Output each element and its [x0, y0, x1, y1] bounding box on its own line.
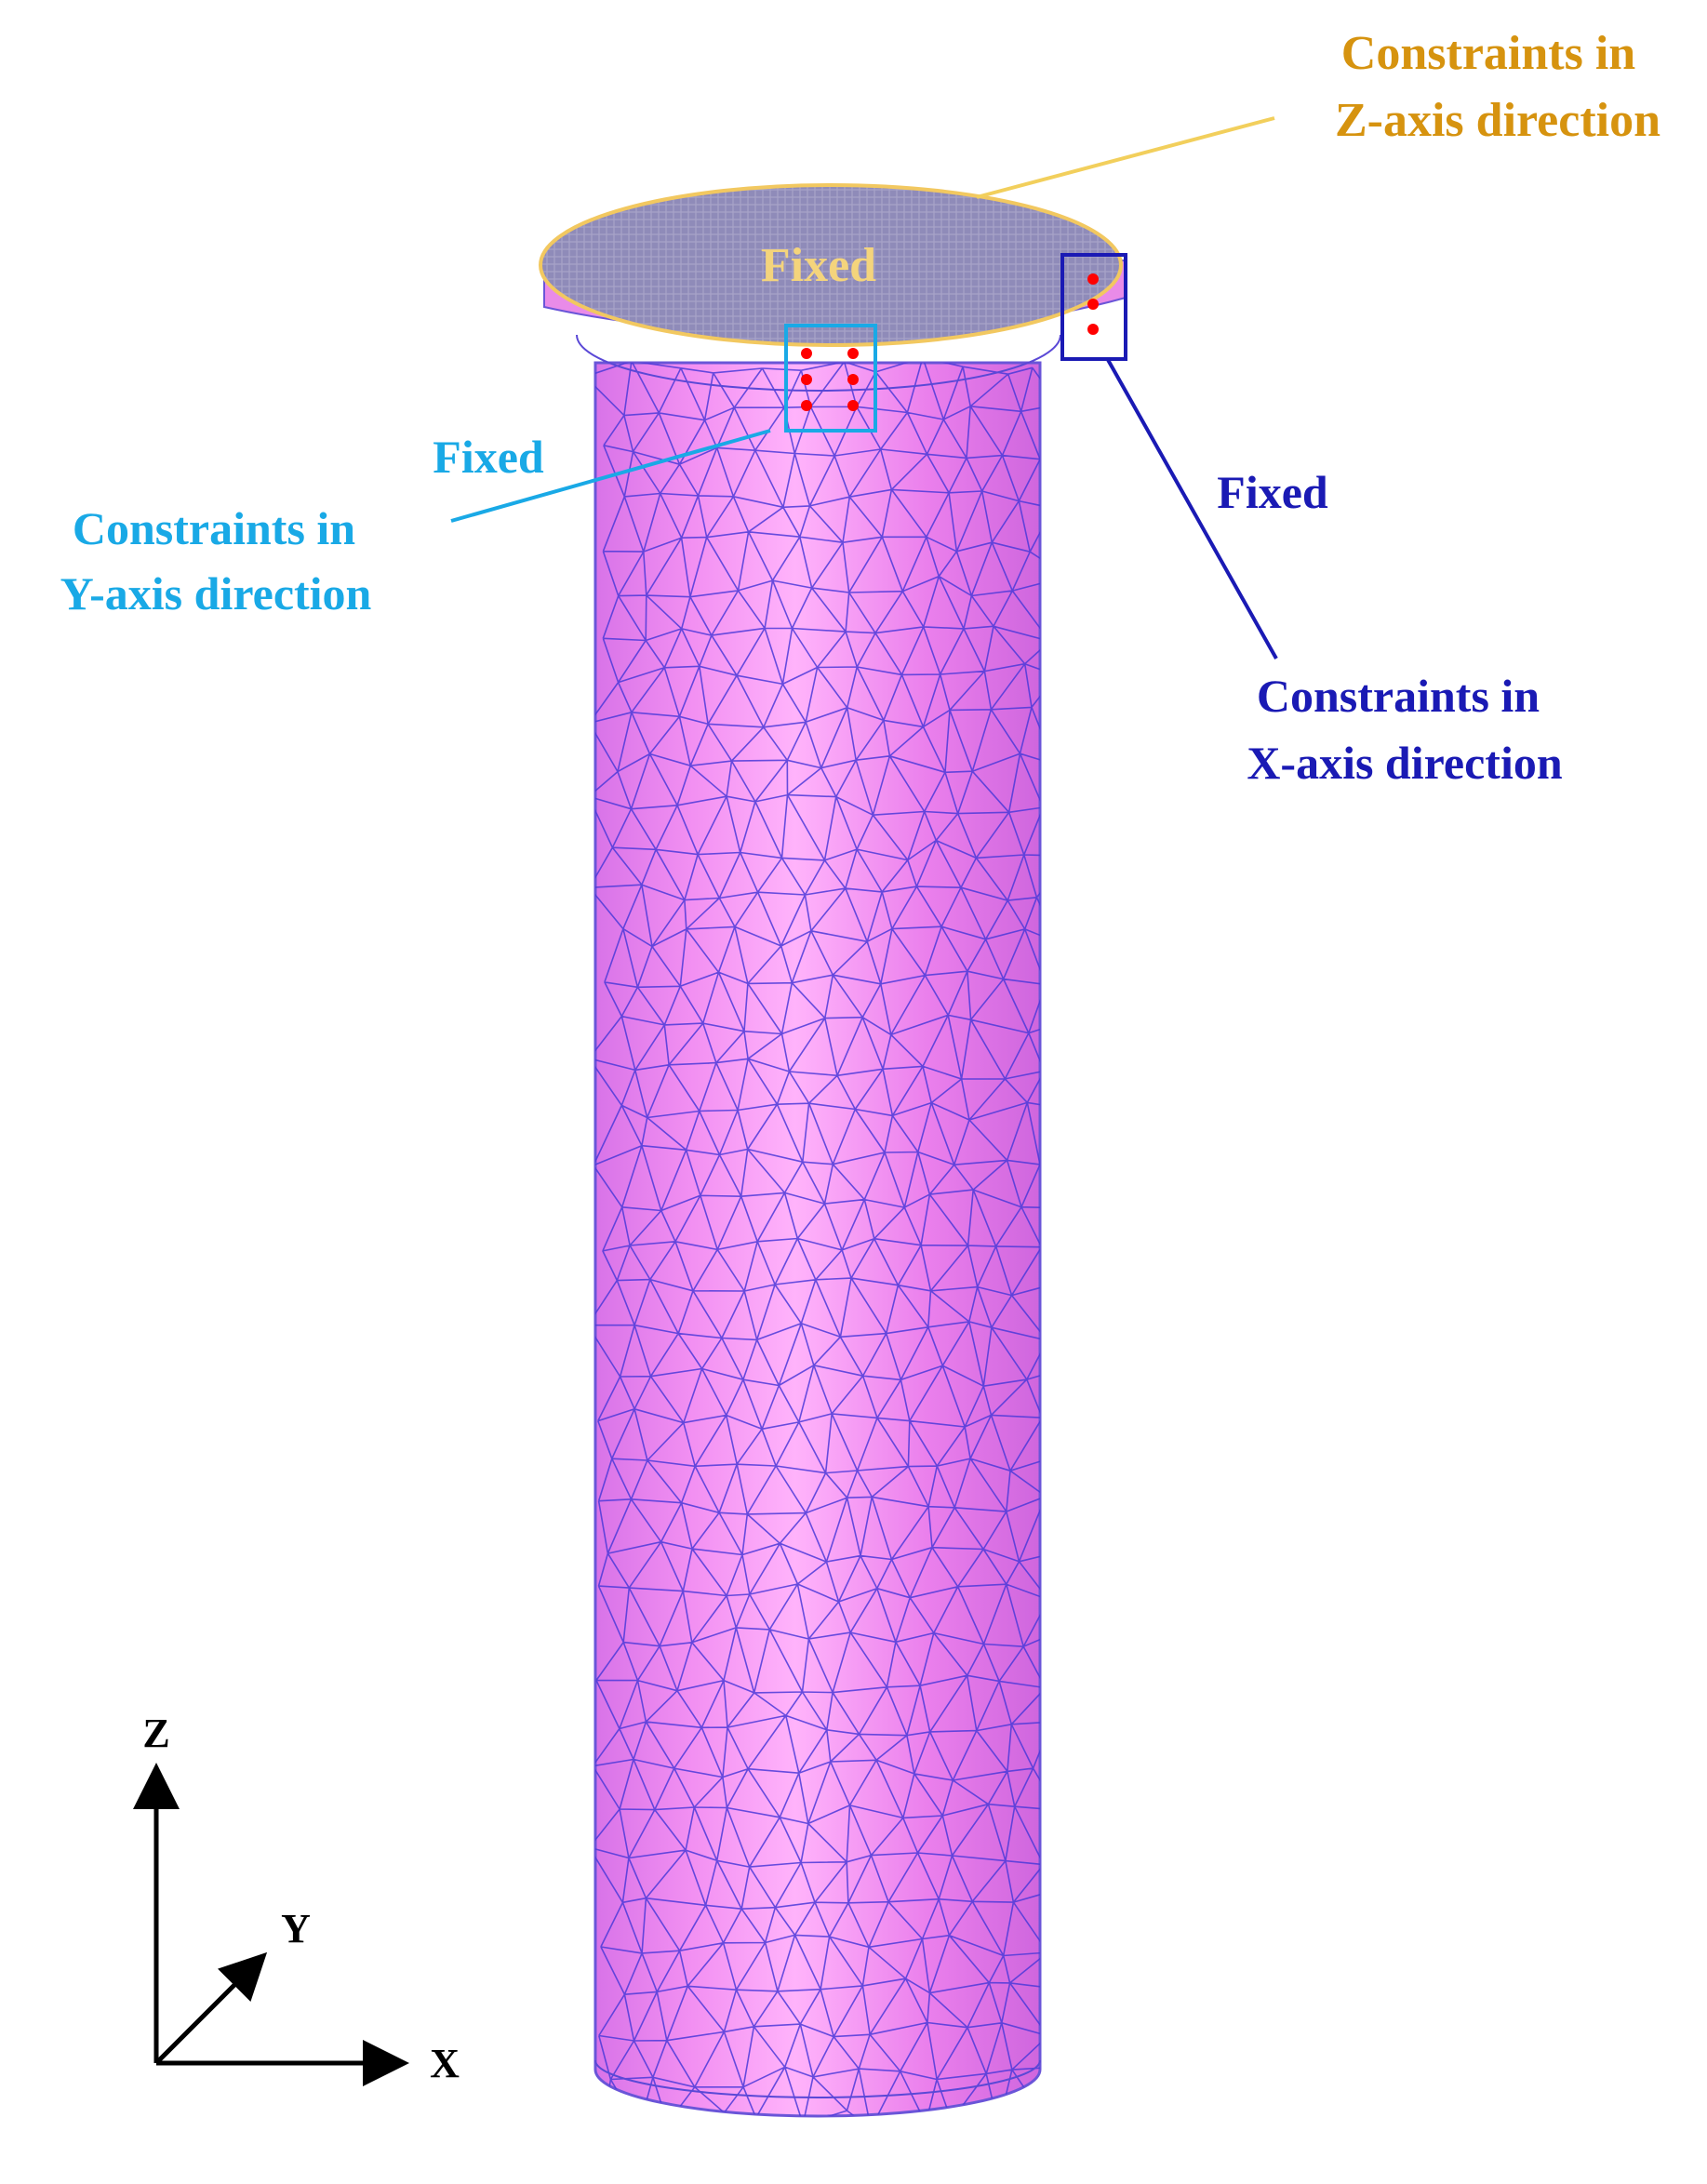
mesh-triangles	[595, 363, 1040, 2116]
y-fixed-label: Fixed	[433, 431, 544, 483]
top-fixed-label: Fixed	[761, 239, 876, 292]
red-dot-icon	[1087, 324, 1099, 335]
cylinder-body	[593, 361, 1042, 2118]
red-dot-icon	[847, 348, 859, 359]
top-flange	[539, 183, 1127, 392]
red-dot-icon	[801, 374, 812, 385]
y-axis-arrow	[154, 1951, 268, 2065]
x-constraint-box	[1060, 253, 1127, 361]
mesh-lines	[595, 363, 1040, 2116]
y-constraint-label-line1: Constraints in	[73, 502, 355, 554]
red-dot-icon	[801, 348, 812, 359]
red-dot-icon	[801, 400, 812, 411]
red-dot-icon	[1087, 273, 1099, 285]
red-dot-icon	[847, 400, 859, 411]
x-leader-line	[1105, 357, 1278, 659]
top-fixed-face	[539, 183, 1123, 347]
red-dot-icon	[847, 374, 859, 385]
x-constraint-points	[1087, 273, 1099, 335]
y-axis-label: Y	[281, 1906, 311, 1951]
x-constraint-label-line1: Constraints in	[1257, 670, 1540, 722]
x-axis-label: X	[430, 2041, 460, 2086]
y-constraint-points	[801, 348, 859, 411]
y-leader-line	[450, 429, 771, 523]
z-axis-label: Z	[142, 1711, 169, 1756]
x-fixed-label: Fixed	[1217, 466, 1328, 518]
coordinate-axes: Z Y X	[133, 1711, 460, 2086]
z-constraint-label-line1: Constraints in	[1341, 27, 1635, 80]
z-constraint-label-line2: Z-axis direction	[1335, 94, 1660, 147]
z-leader-line	[976, 116, 1275, 199]
y-constraint-box	[784, 324, 877, 433]
x-constraint-label-line2: X-axis direction	[1247, 737, 1563, 789]
y-constraint-label-line2: Y-axis direction	[60, 567, 372, 619]
red-dot-icon	[1087, 299, 1099, 310]
